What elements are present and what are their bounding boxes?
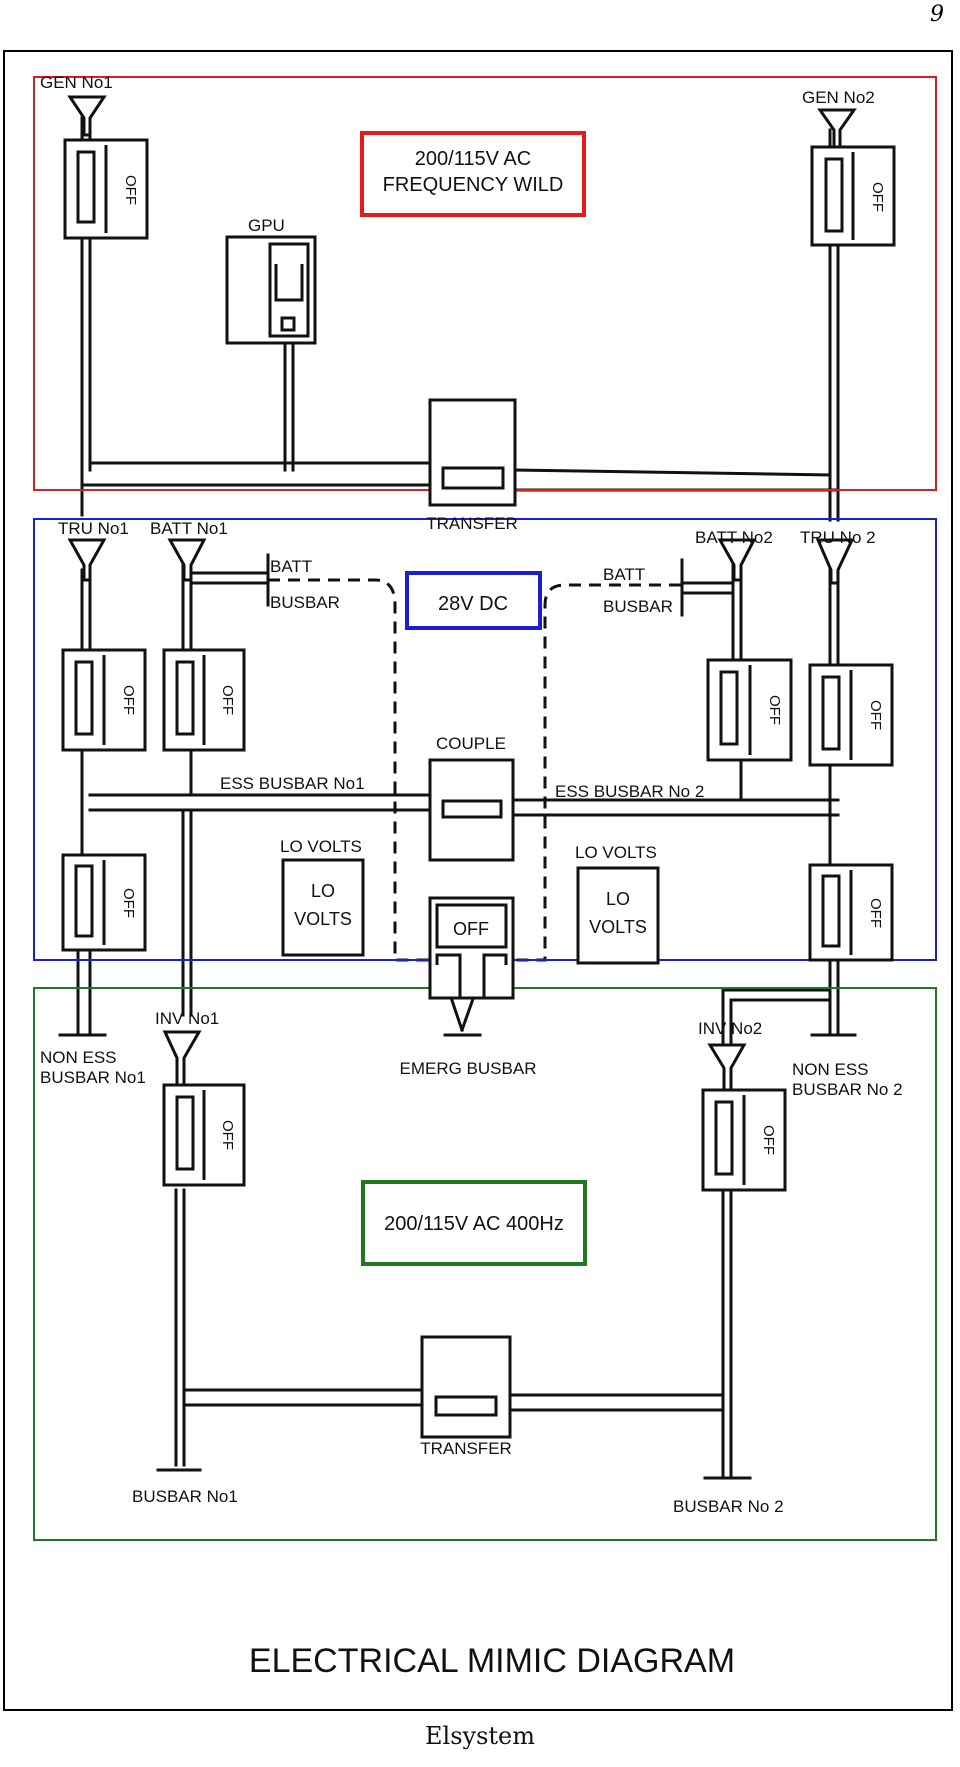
inv1-switch[interactable]: OFF	[162, 1083, 246, 1187]
label-emerg-off: OFF	[453, 919, 489, 939]
ac-wild-label-line2: FREQUENCY WILD	[383, 174, 564, 196]
tru1-symbol	[67, 538, 107, 582]
ess2-switch[interactable]: OFF	[808, 863, 894, 962]
label-non-ess-2-line2: BUSBAR No 2	[792, 1080, 903, 1099]
label-non-ess-1-line1: NON ESS	[40, 1048, 117, 1067]
transfer-bottom-unit[interactable]	[420, 1335, 512, 1439]
label-batt-busbar-right-2: BUSBAR	[603, 597, 673, 616]
dc-label: 28V DC	[438, 593, 508, 615]
label-gen2: GEN No2	[802, 88, 875, 107]
lo-volts-indicators	[281, 858, 660, 965]
source-symbols	[67, 95, 857, 1092]
ess1-switch-off: OFF	[120, 888, 137, 918]
inv2-switch-off: OFF	[760, 1125, 777, 1155]
batt2-symbol	[717, 538, 757, 582]
gen1-switch-off: OFF	[122, 175, 139, 205]
label-gpu: GPU	[248, 216, 285, 235]
label-ess-busbar-2: ESS BUSBAR No 2	[555, 782, 704, 801]
label-batt2: BATT No2	[695, 528, 773, 547]
label-lo-volts-left-line2: VOLTS	[294, 909, 352, 929]
batt2-switch[interactable]: OFF	[706, 658, 793, 762]
label-busbar1: BUSBAR No1	[132, 1487, 238, 1506]
couple-unit[interactable]	[428, 758, 515, 862]
label-tru1: TRU No1	[58, 519, 129, 538]
label-ess-busbar-1: ESS BUSBAR No1	[220, 774, 365, 793]
label-inv1: INV No1	[155, 1009, 219, 1028]
switches: OFF OFF OFF OFF OFF	[61, 138, 896, 1192]
label-batt1: BATT No1	[150, 519, 228, 538]
dc-loop-left	[268, 578, 682, 962]
label-batt-busbar-left-2: BUSBAR	[270, 593, 340, 612]
label-tru2: TRU No 2	[800, 528, 876, 547]
inv1-symbol	[162, 1030, 202, 1087]
label-batt-busbar-right-1: BATT	[603, 565, 645, 584]
tru2-switch[interactable]: OFF	[808, 663, 894, 767]
ess2-switch-off: OFF	[867, 898, 884, 928]
gpu-unit[interactable]	[225, 235, 317, 345]
ac-wild-label-box	[360, 131, 586, 217]
dc-dashed-loop	[268, 578, 682, 962]
wire-ac-bus-top-r	[513, 468, 832, 477]
lo-volts-right-box	[576, 866, 660, 965]
label-non-ess-1-line2: BUSBAR No1	[40, 1068, 146, 1087]
batt1-switch[interactable]: OFF	[162, 648, 246, 752]
page-frame	[3, 50, 953, 1711]
tru2-symbol	[815, 538, 855, 585]
emerg-off-unit[interactable]	[428, 896, 515, 1000]
label-batt-busbar-left-1: BATT	[270, 557, 312, 576]
page-number: 9	[930, 2, 944, 27]
transfer-top-unit[interactable]	[428, 398, 517, 507]
label-gen1: GEN No1	[40, 73, 113, 92]
tru1-switch[interactable]: OFF	[61, 648, 147, 752]
ac-400-label: 200/115V AC 400Hz	[384, 1213, 564, 1235]
diagram-title: ELECTRICAL MIMIC DIAGRAM	[249, 1642, 735, 1680]
ac-400-label-box	[361, 1180, 587, 1266]
label-lo-volts-right-line1: LO	[606, 889, 630, 909]
inv1-switch-off: OFF	[219, 1120, 236, 1150]
batt2-switch-off: OFF	[766, 695, 783, 725]
label-lo-volts-left-title: LO VOLTS	[280, 837, 362, 856]
gen1-switch[interactable]: OFF	[63, 138, 149, 240]
ess1-switch[interactable]: OFF	[61, 853, 147, 952]
inv2-switch[interactable]: OFF	[701, 1088, 787, 1192]
tru2-switch-off: OFF	[867, 700, 884, 730]
tru1-switch-off: OFF	[120, 685, 137, 715]
ac-wild-label-line1: 200/115V AC	[415, 148, 531, 170]
gen2-switch-off: OFF	[869, 182, 886, 212]
gen2-symbol	[817, 108, 857, 149]
batt1-switch-off: OFF	[219, 685, 236, 715]
gen1-symbol	[67, 95, 107, 137]
label-emerg-busbar: EMERG BUSBAR	[400, 1059, 537, 1078]
figure-caption: Elsystem	[425, 1722, 535, 1750]
label-lo-volts-left-line1: LO	[311, 881, 335, 901]
dc-label-box	[405, 571, 542, 630]
labels: GEN No1 GEN No2 GPU TRANSFER TRU No1 BAT…	[40, 73, 903, 1516]
label-couple: COUPLE	[436, 734, 506, 753]
label-busbar2: BUSBAR No 2	[673, 1497, 784, 1516]
label-transfer-top: TRANSFER	[426, 514, 518, 533]
batt1-symbol	[167, 538, 207, 582]
label-transfer-bottom: TRANSFER	[420, 1439, 512, 1458]
label-non-ess-2-line1: NON ESS	[792, 1060, 869, 1079]
label-lo-volts-right-title: LO VOLTS	[575, 843, 657, 862]
label-inv2: INV No2	[698, 1019, 762, 1038]
inv2-symbol	[707, 1043, 747, 1092]
label-lo-volts-right-line2: VOLTS	[589, 917, 647, 937]
gen2-switch[interactable]: OFF	[810, 145, 896, 247]
lo-volts-left-box	[281, 858, 365, 957]
